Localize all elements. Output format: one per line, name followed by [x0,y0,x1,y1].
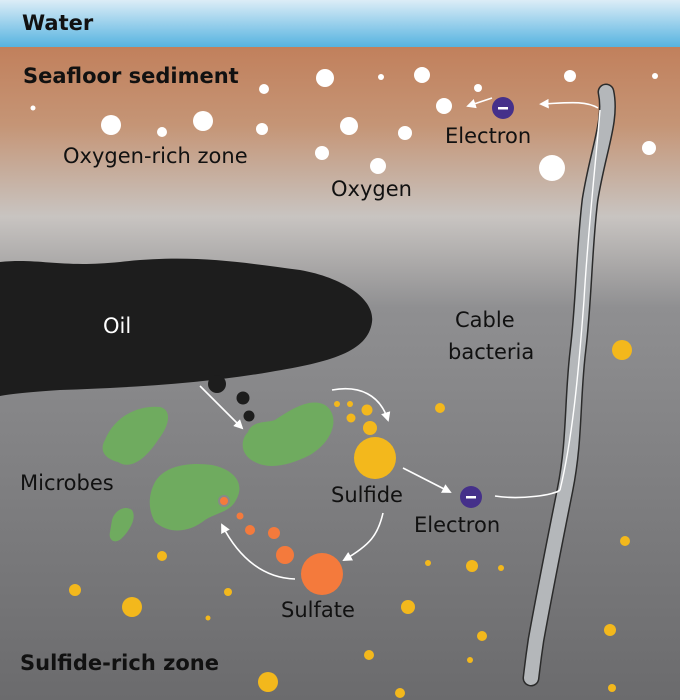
sulfide-label: Sulfide [331,483,403,507]
oxygen-zone-label: Oxygen-rich zone [63,144,248,168]
microbes-label: Microbes [20,471,114,495]
microbes [102,402,334,542]
oil-blob [0,258,373,396]
minus-icon [498,107,508,110]
water-label: Water [22,11,94,35]
cable-bacteria [494,83,616,687]
water-layer [0,0,680,47]
cable-bacteria-label-1: Cable [455,308,515,332]
electron-top [492,97,514,119]
sulfate-label: Sulfate [281,598,355,622]
electron-bottom-label: Electron [414,513,500,537]
sulfate-uptake [218,495,230,507]
electron-top-label: Electron [445,124,531,148]
oxygen-molecules [30,67,658,181]
minus-icon [466,496,476,499]
oxygen-label: Oxygen [331,177,412,201]
sediment-label: Seafloor sediment [23,64,239,88]
sulfide-zone-label: Sulfide-rich zone [20,651,219,675]
cable-bacteria-label-2: bacteria [448,340,534,364]
oil-droplets [208,375,266,439]
electron-bottom [460,486,482,508]
sulfate-molecules [236,512,343,595]
arrows [199,97,599,580]
oil-label: Oil [103,314,131,338]
sulfide-molecules [69,340,632,698]
